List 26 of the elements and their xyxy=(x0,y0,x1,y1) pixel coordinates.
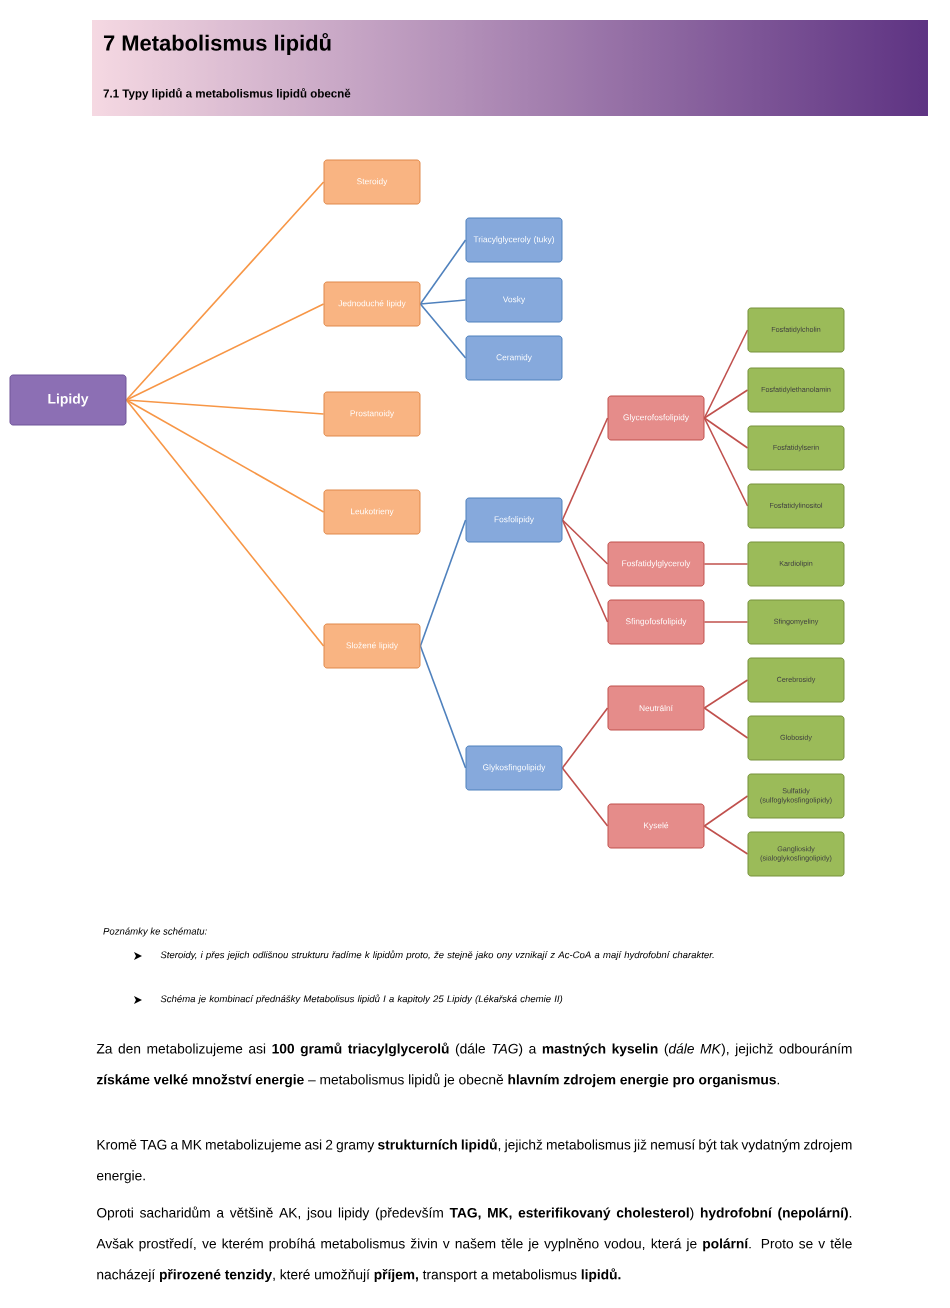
connector xyxy=(561,519,609,623)
connector xyxy=(419,239,467,305)
connector xyxy=(561,767,609,827)
connector xyxy=(125,399,325,513)
connector xyxy=(703,417,749,449)
connector xyxy=(703,563,749,565)
connector xyxy=(703,679,749,709)
heading: 7 Metabolismus lipidů xyxy=(104,32,331,56)
connector xyxy=(561,707,609,769)
connector xyxy=(125,399,325,647)
connector xyxy=(703,707,749,739)
connector xyxy=(419,303,467,359)
connector xyxy=(561,519,609,565)
connector xyxy=(703,389,749,419)
connector xyxy=(703,825,749,855)
connector xyxy=(419,299,467,305)
connector xyxy=(125,399,325,415)
connector xyxy=(703,417,749,507)
connector xyxy=(419,645,467,769)
connector xyxy=(703,621,749,623)
connector xyxy=(125,303,325,401)
connector xyxy=(703,329,749,419)
connector xyxy=(125,181,325,401)
connector xyxy=(561,417,609,521)
connector xyxy=(703,795,749,827)
connector xyxy=(419,519,467,647)
